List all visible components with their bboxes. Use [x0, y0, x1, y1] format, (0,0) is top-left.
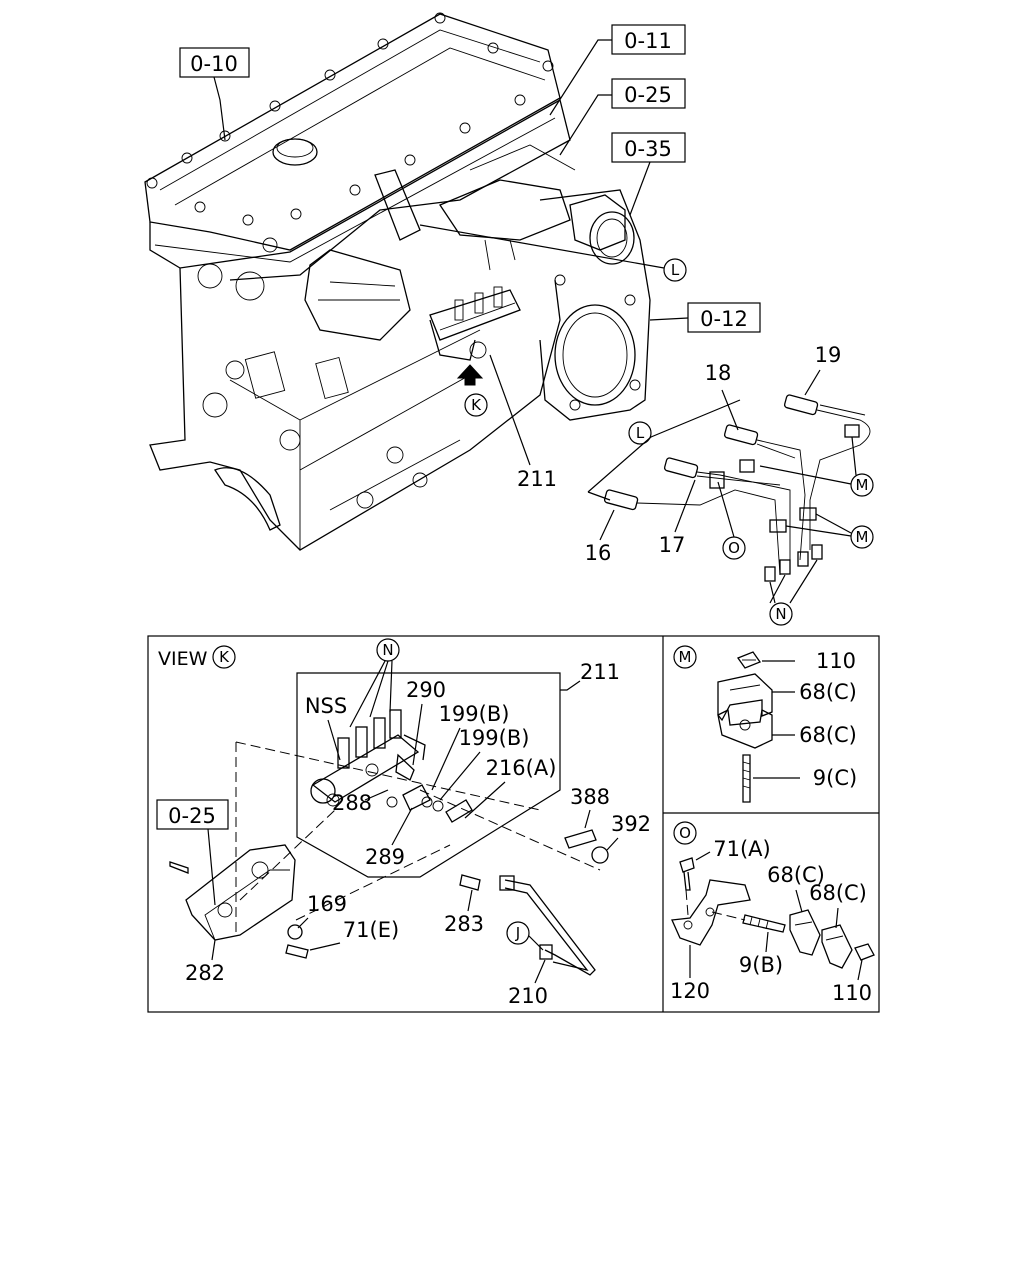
harness-callouts: 19 18 16 17 O M M N	[585, 343, 874, 626]
view-k-label-199b-1: 199(B)	[439, 702, 510, 726]
circle-M1-text: M	[856, 476, 869, 494]
ref-0-35: 0-35	[624, 137, 672, 161]
view-o-label-9b: 9(B)	[739, 953, 783, 977]
view-k-label-216a: 216(A)	[486, 756, 557, 780]
circle-L-marker	[663, 258, 687, 282]
circle-M2-text: M	[856, 528, 869, 546]
view-k-label-283: 283	[444, 912, 484, 936]
view-m-label-68c-1: 68(C)	[799, 680, 857, 704]
label-16: 16	[585, 541, 612, 565]
view-k-label-288: 288	[332, 791, 372, 815]
view-o-label-68c-1: 68(C)	[767, 863, 825, 887]
ref-0-25: 0-25	[624, 83, 672, 107]
circle-L2-text: L	[636, 424, 645, 442]
circle-L-text: L	[671, 261, 680, 279]
view-k-circle-N: N	[382, 641, 393, 659]
view-k-panel: VIEW K 211 N NSS 290 199(B) 199(B) 216(A…	[156, 638, 651, 1008]
circle-K-text: K	[471, 396, 482, 414]
view-k-title-circle: K	[219, 648, 230, 666]
circle-N-text: N	[775, 605, 786, 623]
view-o-label-120: 120	[670, 979, 710, 1003]
view-k-ref-box	[156, 799, 229, 830]
view-m-panel: M 110 68(C) 68(C) 9(C)	[673, 645, 857, 803]
label-17: 17	[659, 533, 686, 557]
ref-box-0-25	[611, 78, 686, 109]
view-k-label-290: 290	[406, 678, 446, 702]
top-reference-callouts: 0-10 0-11 0-25 0-35 0-12 L K 211	[179, 24, 761, 491]
view-k-label-199b-2: 199(B)	[459, 726, 530, 750]
view-k-label-289: 289	[365, 845, 405, 869]
view-k-label-210: 210	[508, 984, 548, 1008]
view-k-label-71e: 71(E)	[343, 918, 399, 942]
ref-0-12: 0-12	[700, 307, 748, 331]
label-211-top: 211	[517, 467, 557, 491]
view-m-label-9c: 9(C)	[813, 766, 857, 790]
label-18: 18	[705, 361, 732, 385]
view-m-label-68c-2: 68(C)	[799, 723, 857, 747]
ref-0-11: 0-11	[624, 29, 672, 53]
detail-panel-frame	[147, 635, 880, 1013]
ref-box-0-35	[611, 132, 686, 163]
view-o-label-68c-2: 68(C)	[809, 881, 867, 905]
view-o-circle: O	[679, 824, 691, 842]
view-k-title: VIEW	[158, 648, 208, 670]
ref-box-0-12	[687, 302, 761, 333]
injector-harness-illustration: L	[587, 394, 871, 582]
circle-O-text: O	[728, 539, 740, 557]
view-k-label-211: 211	[580, 660, 620, 684]
view-m-label-110: 110	[816, 649, 856, 673]
view-o-panel: O 71(A) 120 9(B) 68(C) 68(C) 110	[670, 821, 875, 1005]
view-k-label-169: 169	[307, 892, 347, 916]
ref-0-10: 0-10	[190, 52, 238, 76]
view-k-label-388: 388	[570, 785, 610, 809]
circle-K-marker	[464, 393, 488, 417]
view-o-label-110: 110	[832, 981, 872, 1005]
view-k-label-392: 392	[611, 812, 651, 836]
view-k-circle-J: J	[515, 924, 520, 942]
view-k-ref-0-25: 0-25	[168, 804, 216, 828]
view-m-circle: M	[679, 648, 692, 666]
view-k-label-282: 282	[185, 961, 225, 985]
engine-block-illustration	[144, 12, 651, 551]
label-19: 19	[815, 343, 842, 367]
view-k-label-nss: NSS	[305, 694, 347, 718]
view-o-label-71a: 71(A)	[713, 837, 770, 861]
